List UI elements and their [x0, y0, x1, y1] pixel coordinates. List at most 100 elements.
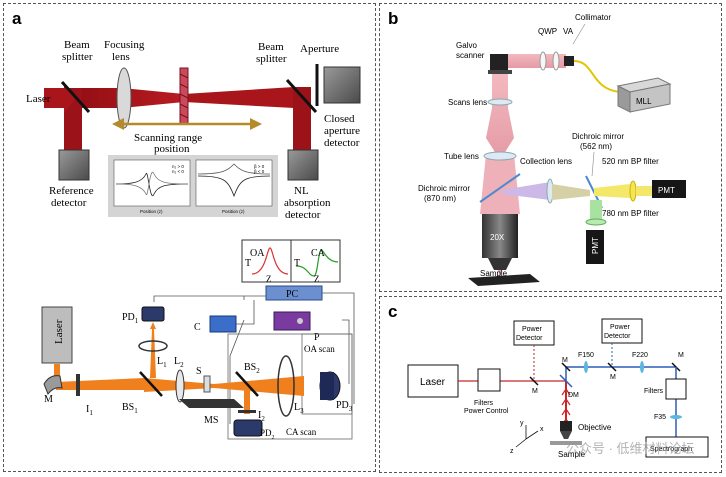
pmt-right — [652, 180, 686, 198]
iris-i2 — [238, 410, 256, 413]
beam-splitter-right-label-1: Beam — [258, 41, 284, 53]
xyz-axes — [515, 425, 539, 448]
p-box — [273, 311, 311, 331]
pd2-detector — [233, 419, 263, 437]
focusing-lens-label-2: lens — [112, 51, 130, 63]
laser-label-c: Laser — [420, 377, 446, 388]
nl-absorption-label-1: NL — [294, 185, 309, 197]
objective-20x — [482, 214, 518, 258]
pmt-bottom-label: PMT — [591, 237, 600, 254]
oa-ca-plot-box: OA CA T T Z Z — [241, 239, 341, 284]
beam-horizontal-b — [508, 54, 566, 68]
closed-aperture-label-1: Closed — [324, 113, 355, 125]
beam-splitter-left — [60, 80, 91, 114]
power-detector-2 — [601, 318, 643, 344]
filters-power-control-label-2: Power Control — [464, 408, 509, 415]
dichroic-562-label-1: Dichroic mirror — [572, 132, 624, 141]
m-label-2: M — [610, 374, 616, 381]
panel-c: c Laser Filters Power Control Power Dete… — [379, 296, 722, 473]
panel-b: b QWP VA Collimator Galvo scanner MLL Sc… — [379, 3, 722, 292]
f220-label: F220 — [632, 352, 648, 359]
pd2-label: PD2 — [260, 428, 275, 441]
beam-splitter-right — [285, 78, 318, 114]
laser-label-top: Laser — [26, 93, 51, 105]
panel-c-letter: c — [388, 302, 397, 321]
ca-label: CA — [311, 248, 326, 259]
laser-box-c — [407, 364, 459, 398]
lens-f150 — [584, 361, 588, 373]
fiber-cable — [573, 60, 621, 93]
filter-780 — [585, 218, 607, 226]
i2-label: I2 — [258, 410, 265, 423]
spectrograph-box — [645, 436, 709, 458]
power-detector-2-label-2: Detector — [604, 333, 631, 340]
va-optic — [552, 51, 560, 71]
collection-beam — [502, 182, 550, 200]
panel-c-diagram: c Laser Filters Power Control Power Dete… — [388, 302, 709, 459]
c-box — [209, 315, 237, 333]
scanning-range-label-2: position — [154, 143, 190, 155]
sample-label-c: Sample — [558, 450, 586, 459]
power-detector-1 — [513, 320, 555, 346]
beam-splitter-bs2 — [235, 371, 259, 397]
filters-power-control-label-1: Filters — [474, 400, 494, 407]
inset-xlabel-left: Position (z) — [140, 209, 163, 214]
motor-stage — [179, 399, 244, 408]
closed-aperture-detector — [323, 66, 361, 104]
beam-splitter-right-label-2: splitter — [256, 53, 287, 65]
l1-label: L1 — [157, 356, 167, 369]
f35-label: F35 — [654, 414, 666, 421]
inset-xlabel-right: Position (z) — [222, 209, 245, 214]
collection-lens-label: Collection lens — [520, 157, 572, 166]
nl-absorption-label-3: detector — [285, 209, 321, 221]
panel-a: a Laser Beam splitter Beam splitter Focu… — [3, 3, 376, 472]
m-label-1: M — [532, 388, 538, 395]
dichroic-870-label-1: Dichroic mirror — [418, 184, 470, 193]
power-detector-2-label-1: Power — [610, 324, 631, 331]
beam-path-top — [64, 87, 311, 152]
laser-box — [41, 306, 73, 364]
m-label-3: M — [678, 352, 684, 359]
inset-legend-right-1: β > 0 — [254, 164, 265, 169]
sample-label-b: Sample — [480, 269, 508, 278]
power-detector-1-label-2: Detector — [516, 335, 543, 342]
closed-aperture-label-2: aperture — [324, 125, 360, 137]
pmt-bottom — [586, 230, 604, 264]
nl-absorption-label-2: absorption — [284, 197, 331, 209]
collimator-label: Collimator — [575, 13, 611, 22]
reference-detector — [58, 149, 90, 181]
scans-lens — [487, 98, 513, 106]
lens-f35 — [670, 415, 682, 419]
aperture-label: Aperture — [300, 43, 339, 55]
axis-z-label: z — [510, 448, 514, 455]
z-label-left: Z — [266, 274, 272, 284]
t-label-left: T — [245, 258, 251, 269]
objective-label-c: Objective — [578, 423, 612, 432]
scanning-range-label-1: Scanning range — [134, 132, 202, 144]
inset-legend-left-1: n₂ > 0 — [172, 164, 184, 169]
l3-label: L3 — [294, 402, 304, 415]
objective-c — [560, 421, 572, 431]
filters-box-c — [665, 378, 687, 400]
z-label-right: Z — [314, 274, 320, 284]
filter-520 — [629, 180, 637, 202]
sample-stage — [468, 274, 540, 286]
reference-detector-label-1: Reference — [49, 185, 94, 197]
t-label-right: T — [294, 258, 300, 269]
va-label: VA — [563, 27, 574, 36]
iris-i1 — [76, 374, 80, 396]
m-label-top: M — [562, 357, 568, 364]
panel-a-diagram: a Laser Beam splitter Beam splitter Focu… — [12, 9, 361, 441]
tube-lens-label: Tube lens — [444, 152, 479, 161]
dichroic-870-label-2: (870 nm) — [424, 194, 456, 203]
panel-b-letter: b — [388, 9, 398, 28]
galvo-label-1: Galvo — [456, 41, 477, 50]
ca-scan-label: CA scan — [286, 427, 317, 437]
pc-label: PC — [286, 289, 299, 300]
sample-c — [550, 441, 582, 445]
collimator-optic — [564, 56, 574, 66]
scanning-range-arrow — [112, 118, 262, 130]
nl-absorption-detector — [287, 149, 319, 181]
beam-vertical-b — [486, 74, 514, 160]
lens-f220 — [640, 361, 644, 373]
